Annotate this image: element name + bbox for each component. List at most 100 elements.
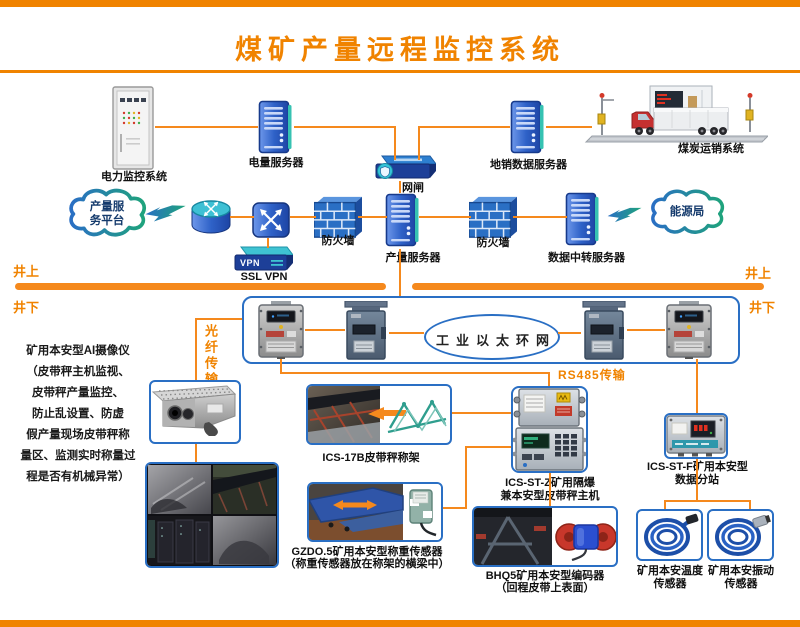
up-left-label: 井上	[13, 264, 40, 279]
line-split-left	[664, 500, 666, 509]
firewall-icon-right	[469, 196, 517, 238]
cctv-quad-image	[147, 464, 277, 566]
line-gap-right-drop	[418, 126, 420, 160]
line-gap-sales	[418, 126, 510, 128]
platform-cloud-line1: 产量服	[89, 201, 125, 213]
ics17b-box	[306, 384, 452, 445]
rs485-line-v1	[280, 359, 282, 374]
ring-substation-left-icon	[258, 301, 304, 359]
line-server-gap	[294, 126, 396, 128]
camera-desc-line: （皮带秤主机监视、	[26, 366, 130, 378]
down-right-label: 井下	[749, 300, 776, 315]
fiber-label: 光纤传输	[203, 324, 218, 388]
ai-camera-icon	[151, 385, 237, 436]
gzdo-label-line2: （称重传感器放在称架的横梁中）	[284, 558, 450, 570]
line-gzdo-h1	[443, 507, 467, 509]
line-gap-prodserver	[399, 181, 401, 193]
line-sales-truck	[546, 126, 592, 128]
down-left-label: 井下	[13, 300, 40, 315]
switch-icon	[252, 202, 290, 238]
temp-sensor-label-line2: 传感器	[653, 578, 687, 590]
ring-power-left-icon	[344, 301, 388, 360]
camera-desc-line: 皮带秤产量监控、	[32, 387, 124, 399]
energy-cloud-label: 能源局	[669, 206, 705, 218]
coal-sales-scene	[584, 85, 768, 143]
vib-sensor-label-line2: 传感器	[724, 578, 758, 590]
ai-camera-box	[149, 380, 241, 444]
sales-server-label: 地销数据服务器	[490, 159, 567, 171]
title-rule	[0, 70, 800, 73]
power-monitor-label: 电力监控系统	[101, 171, 167, 183]
line-camera-monitor	[195, 444, 197, 462]
line-cabinet-server	[155, 126, 258, 128]
bhq5-image	[474, 508, 616, 565]
line-gzdo-v	[465, 446, 467, 509]
ring-link-3	[558, 332, 581, 334]
lightning-icon-left	[144, 199, 186, 227]
line-switch-firewall	[290, 216, 316, 218]
camera-description: 矿用本安型AI摄像仪 （皮带秤主机监视、 皮带秤产量监控、 防止乱设置、防虚 假…	[2, 341, 154, 488]
bottom-border-bar	[0, 620, 800, 627]
fiber-line-v	[195, 318, 197, 380]
ssl-vpn-label: SSL VPN	[240, 271, 288, 283]
ring-link-2	[389, 332, 424, 334]
firewall-icon-left	[314, 196, 362, 238]
vib-sensor-label-line1: 矿用本安振动	[708, 565, 774, 577]
firewall-left-label: 防火墙	[321, 235, 355, 247]
router-icon	[191, 200, 231, 234]
ring-link-4	[627, 329, 665, 331]
ring-link-1	[305, 329, 345, 331]
line-gzdo-h2	[467, 446, 511, 448]
rs485-line-h	[280, 372, 550, 374]
host-device-icon	[513, 388, 586, 471]
camera-desc-line: 矿用本安型AI摄像仪	[26, 345, 130, 357]
ring-substation-right-icon	[666, 301, 712, 359]
firewall-right-label: 防火墙	[476, 237, 510, 249]
vib-sensor-box	[707, 509, 774, 561]
substation-box	[664, 413, 728, 459]
camera-desc-line: 防止乱设置、防虚	[32, 408, 124, 420]
camera-desc-line: 假产量现场皮带秤称	[26, 429, 130, 441]
top-border-bar	[0, 0, 800, 7]
bhq5-box	[472, 506, 618, 567]
vpn-device-text: VPN	[240, 258, 260, 268]
line-gap-left-drop	[394, 126, 396, 160]
rs485-line-v2	[548, 372, 550, 388]
temp-sensor-icon	[644, 513, 699, 556]
relay-server-label: 数据中转服务器	[548, 252, 625, 264]
ics17b-image	[308, 386, 447, 443]
sales-server-icon	[510, 100, 545, 154]
line-firewall-prodserver	[358, 216, 387, 218]
line-switch-vpn	[267, 238, 269, 248]
line-prodserver-firewall2	[419, 216, 471, 218]
power-server-label: 电量服务器	[248, 157, 304, 169]
bhq5-label-line1: BHQ5矿用本安型编码器	[485, 570, 605, 582]
line-router-switch	[230, 216, 254, 218]
line-firewall2-relayserver	[513, 216, 567, 218]
cctv-monitor-box	[145, 462, 279, 568]
platform-cloud-line2: 务平台	[89, 215, 125, 227]
platform-cloud-label: 产量服 务平台	[78, 200, 136, 228]
surface-band-right	[412, 283, 764, 290]
net-gap-label: 网闸	[402, 182, 424, 194]
temp-sensor-label-line1: 矿用本安温度	[637, 565, 703, 577]
gzdo-label-line1: GZDO.5矿用本安型称重传感器	[291, 546, 443, 558]
camera-desc-line: 程是否有机械异常）	[26, 471, 130, 483]
page-title: 煤矿产量远程监控系统	[235, 35, 565, 65]
ring-label: 工业以太环网	[435, 333, 556, 348]
line-host-bhq5	[549, 473, 551, 506]
up-right-label: 井上	[745, 266, 772, 281]
prod-server-icon	[385, 193, 420, 247]
ring-power-right-icon	[582, 301, 626, 360]
vib-sensor-icon	[715, 514, 771, 556]
rs485-label: RS485传输	[558, 368, 626, 382]
host-box	[511, 386, 588, 473]
line-split-h	[664, 500, 751, 502]
ring-ellipse	[424, 314, 560, 360]
line-ics17b-host	[452, 412, 511, 414]
relay-server-icon	[565, 192, 600, 246]
vpn-device-icon: VPN	[234, 246, 293, 271]
gzdo-box	[307, 482, 443, 542]
ics17b-label: ICS-17B皮带秤称架	[322, 452, 420, 464]
